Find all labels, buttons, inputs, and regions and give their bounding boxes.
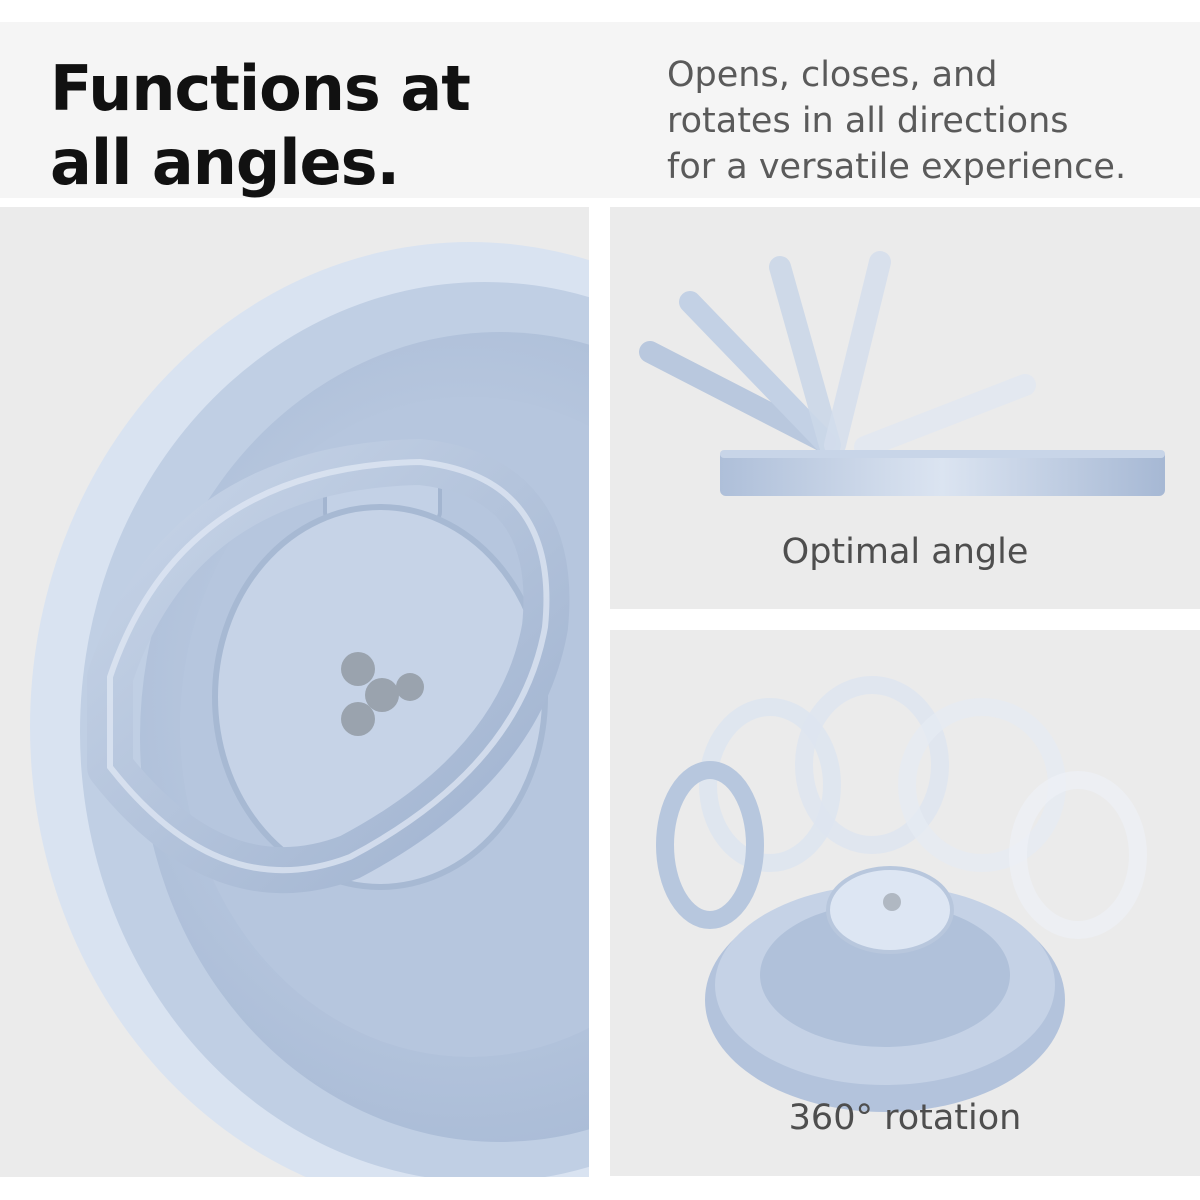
rotation-caption: 360° rotation [788, 1098, 1022, 1138]
feature-description: Opens, closes, and rotates in all direct… [667, 55, 1127, 187]
ring-rotation-icon [656, 676, 1147, 1112]
closeup-panel [0, 207, 589, 1177]
headline: Functions at all angles. [50, 52, 471, 199]
optimal-angle-panel: Optimal angle [610, 207, 1200, 609]
header-band: Functions at all angles. Opens, closes, … [0, 22, 1200, 199]
rotation-panel: 360° rotation [610, 630, 1200, 1176]
ring-holder-closeup-icon [30, 242, 589, 1177]
ring-angle-positions-icon [639, 251, 1165, 496]
optimal-angle-caption: Optimal angle [781, 532, 1029, 572]
brand-logo-icon [341, 652, 424, 736]
